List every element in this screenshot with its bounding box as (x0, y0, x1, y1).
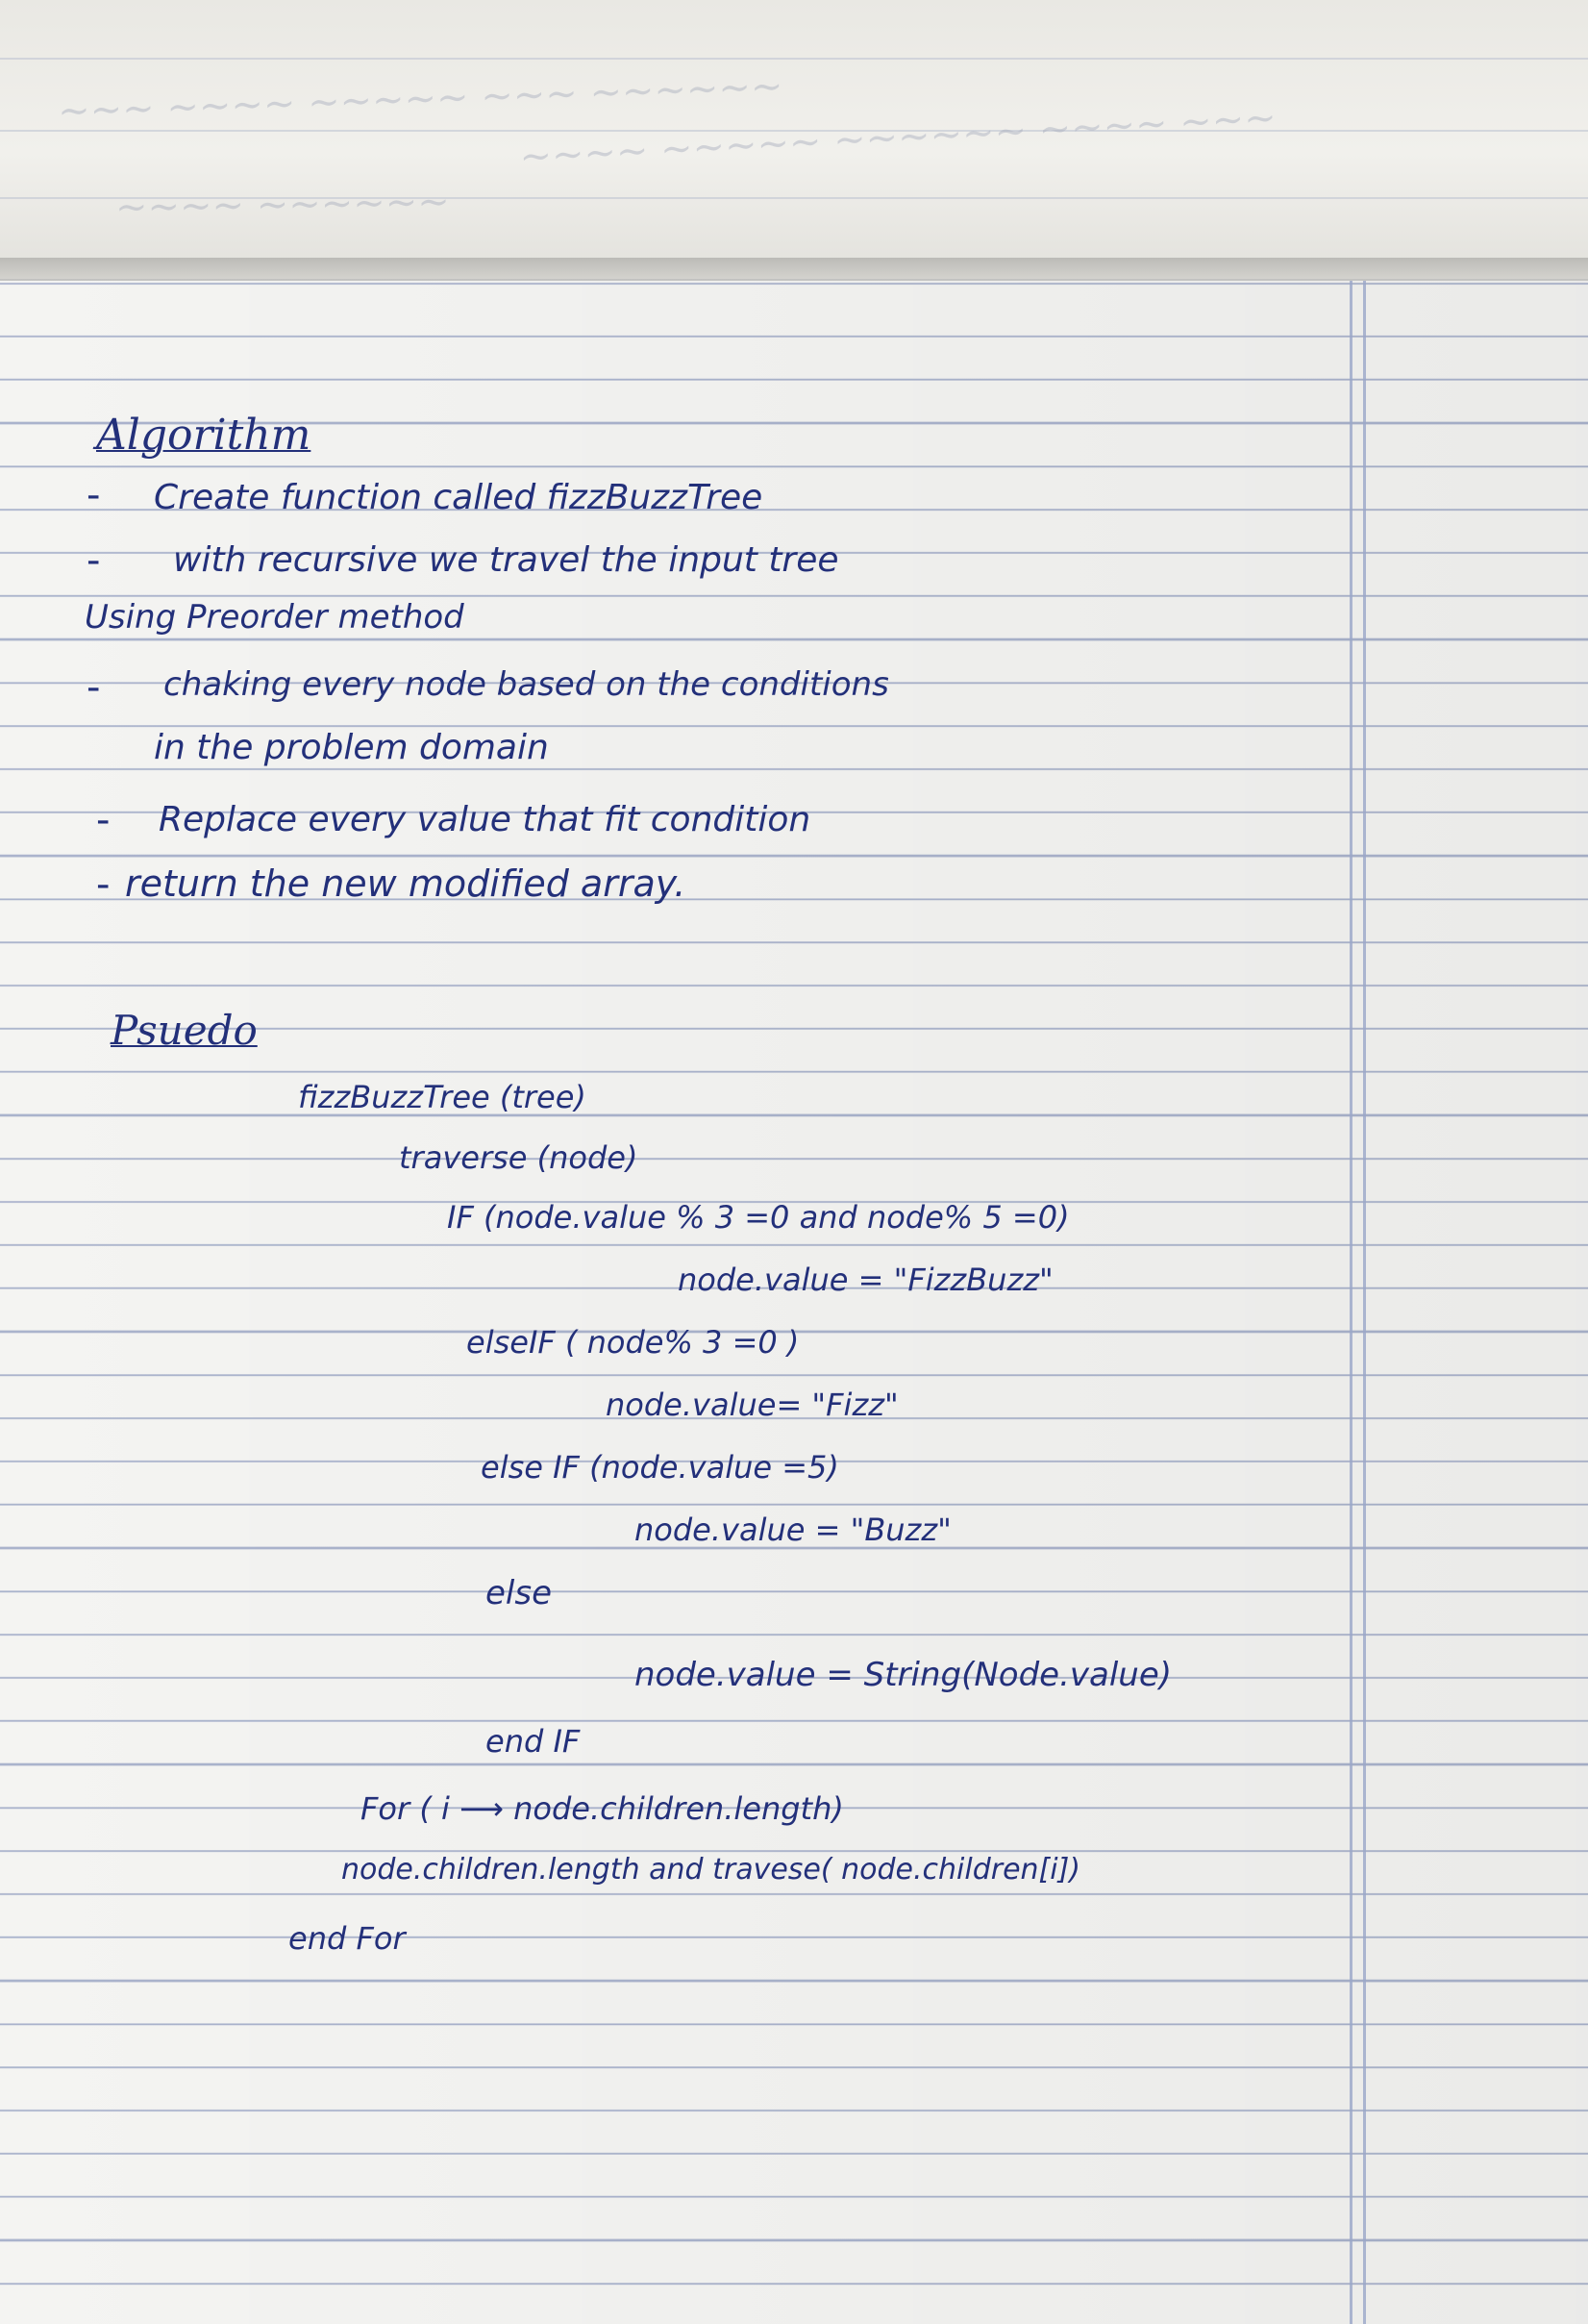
algorithm-step: Create function called fizzBuzzTree (154, 478, 763, 517)
ruled-line (0, 197, 1588, 199)
bullet-dash: - (96, 862, 111, 907)
algorithm-step: in the problem domain (154, 728, 549, 767)
pseudo-line: else IF (node.value =5) (481, 1449, 839, 1486)
bullet-dash: - (87, 665, 101, 710)
ruled-line (0, 130, 1588, 132)
bleed-through-scribble: ~~~~ ~~~~~~ (114, 179, 451, 231)
pseudo-line: IF (node.value % 3 =0 and node% 5 =0) (447, 1199, 1070, 1236)
algorithm-step: Replace every value that fit condition (159, 800, 811, 839)
pseudo-line: else (485, 1574, 552, 1612)
bullet-dash: - (87, 538, 101, 583)
pseudo-line: For ( i ⟶ node.children.length) (360, 1790, 844, 1827)
notebook-page: Algorithm - Create function called fizzB… (0, 281, 1588, 2324)
pseudo-line: node.value = "FizzBuzz" (678, 1262, 1054, 1298)
algorithm-step: with recursive we travel the input tree (173, 540, 839, 580)
margin-line (1363, 281, 1366, 2324)
background-page: ~~~ ~~~~ ~~~~~ ~~~ ~~~~~~ ~~~~ ~~~~~ ~~~… (0, 0, 1588, 279)
algorithm-step: return the new modified array. (125, 862, 686, 905)
pseudo-line: traverse (node) (399, 1139, 638, 1176)
margin-line (1350, 281, 1352, 2324)
algorithm-heading: Algorithm (96, 411, 311, 460)
pseudo-line: end IF (485, 1723, 581, 1760)
pseudo-line: node.children.length and travese( node.c… (341, 1853, 1080, 1887)
bullet-dash: - (87, 473, 101, 517)
pseudo-line: fizzBuzzTree (tree) (298, 1079, 586, 1115)
algorithm-step: chaking every node based on the conditio… (163, 665, 889, 704)
ruled-line (0, 58, 1588, 60)
pseudo-line: node.value = String(Node.value) (634, 1656, 1173, 1694)
bullet-dash: - (96, 798, 111, 842)
pseudo-line: node.value = "Buzz" (634, 1512, 952, 1548)
algorithm-step: Using Preorder method (85, 598, 464, 637)
pseudo-line: end For (288, 1920, 406, 1957)
pseudo-line: node.value= "Fizz" (606, 1387, 899, 1423)
pseudo-line: elseIF ( node% 3 =0 ) (466, 1324, 800, 1361)
bleed-through-scribble: ~~~ ~~~~ ~~~~~ ~~~ ~~~~~~ (57, 63, 784, 135)
pseudo-heading: Psuedo (111, 1007, 258, 1054)
